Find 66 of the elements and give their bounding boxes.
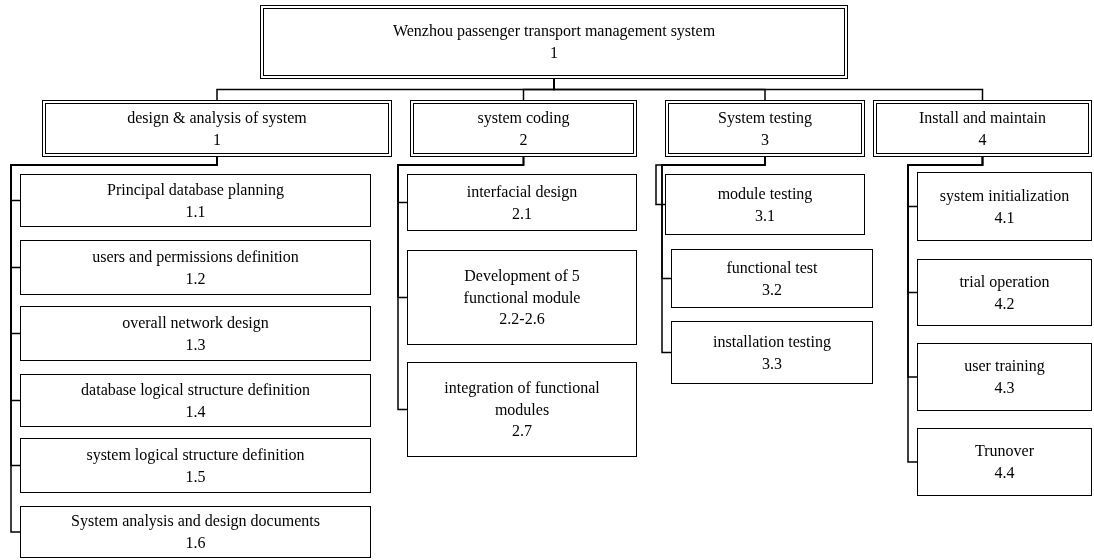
task-box xyxy=(671,249,873,308)
task-box xyxy=(260,5,848,79)
task-code: 2.7 xyxy=(512,421,532,442)
task-code: 1.3 xyxy=(185,334,206,355)
task-code: 1.6 xyxy=(185,533,206,553)
task-box xyxy=(407,362,637,457)
task-box xyxy=(20,506,371,558)
task-name: installation testing xyxy=(713,331,831,353)
task-name: System analysis and design documents xyxy=(71,511,320,532)
task-code: 3.2 xyxy=(762,279,782,300)
task-box xyxy=(42,100,392,157)
task-name: design & analysis of system xyxy=(127,107,307,129)
task-code: 2 xyxy=(519,129,528,150)
task-name: users and permissions definition xyxy=(92,246,299,268)
task-code: 3 xyxy=(761,129,769,150)
task-box xyxy=(917,259,1092,326)
task-name: functional test xyxy=(726,257,818,278)
connector-line xyxy=(397,156,525,411)
task-box xyxy=(917,428,1092,496)
task-box xyxy=(917,343,1092,411)
task-code: 3.1 xyxy=(755,205,775,226)
task-name: Principal database planning xyxy=(107,179,284,201)
task-code: 2.2-2.6 xyxy=(499,309,545,330)
task-name: interfacial design xyxy=(466,181,578,203)
task-name: trial operation xyxy=(959,271,1050,293)
task-code: 1 xyxy=(550,43,558,63)
task-name: overall network design xyxy=(122,312,269,334)
task-name: module testing xyxy=(717,183,813,205)
task-name: system logical structure definition xyxy=(86,444,305,466)
task-code: 3.3 xyxy=(762,353,782,374)
task-name: Install and maintain xyxy=(918,107,1047,128)
task-name: user training xyxy=(964,356,1045,377)
task-box xyxy=(671,321,873,384)
task-box xyxy=(917,172,1092,241)
task-code: 1 xyxy=(213,129,221,150)
task-box xyxy=(407,174,637,231)
task-box xyxy=(410,100,637,157)
task-box xyxy=(20,174,371,227)
task-code: 4.1 xyxy=(994,207,1015,228)
task-name: Trunover xyxy=(975,441,1034,462)
task-code: 4.4 xyxy=(994,463,1015,483)
task-box xyxy=(20,240,371,295)
connector-line xyxy=(661,156,766,354)
task-code: 1.1 xyxy=(185,201,206,222)
task-name: Wenzhou passenger transport management system xyxy=(392,21,716,42)
task-code: 4.2 xyxy=(994,293,1015,314)
task-box xyxy=(20,374,371,427)
task-box xyxy=(407,250,637,345)
task-code: 1.4 xyxy=(185,401,206,422)
task-name: integration of functional modules xyxy=(443,378,601,420)
task-box xyxy=(20,306,371,361)
task-box xyxy=(20,438,371,493)
task-name: system initialization xyxy=(939,185,1070,207)
task-code: 1.5 xyxy=(185,466,206,487)
task-name: System testing xyxy=(718,107,812,129)
connector-line xyxy=(907,156,984,463)
task-box xyxy=(665,174,865,235)
task-name: system coding xyxy=(477,107,570,129)
task-code: 1.2 xyxy=(185,268,206,289)
task-box xyxy=(665,100,865,157)
task-name: Development of 5 functional module xyxy=(462,266,582,308)
task-code: 4.3 xyxy=(994,378,1015,398)
task-code: 2.1 xyxy=(512,203,532,224)
task-name: database logical structure definition xyxy=(81,379,310,401)
task-box xyxy=(873,100,1092,157)
task-code: 4 xyxy=(978,129,987,150)
